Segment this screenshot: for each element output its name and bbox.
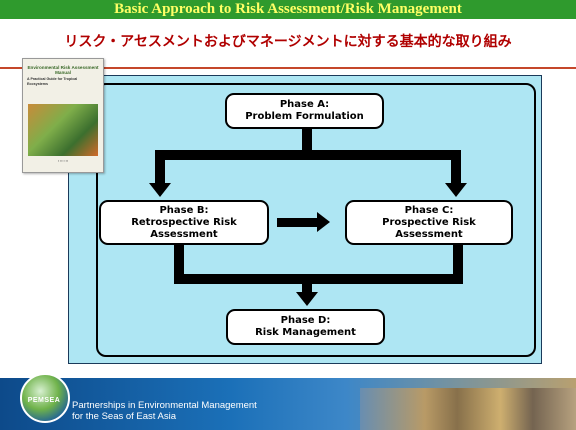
- phase-d-subtitle: Risk Management: [255, 327, 356, 338]
- diagram-outer-frame: [96, 83, 536, 357]
- slide-title-japanese: リスク・アセスメントおよびマネージメントに対する基本的な取り組み: [64, 34, 512, 50]
- manual-cover-title: Environmental Risk Assessment Manual: [27, 65, 99, 76]
- phase-a-subtitle: Problem Formulation: [245, 111, 364, 122]
- phase-a-title: Phase A:: [279, 99, 330, 110]
- phase-b-title: Phase B:: [159, 204, 209, 216]
- footer-tagline-line2: for the Seas of East Asia: [72, 411, 177, 422]
- slide-title-english: Basic Approach to Risk Assessment/Risk M…: [0, 0, 576, 19]
- manual-cover-subtitle: A Practical Guide for Tropical Ecosystem…: [27, 77, 78, 86]
- connector-b-down: [174, 245, 184, 283]
- pemsea-logo: [20, 373, 70, 423]
- phase-c-subtitle: Prospective Risk Assessment: [382, 216, 476, 240]
- manual-cover-image: Environmental Risk Assessment Manual A P…: [22, 58, 104, 173]
- manual-cover-photo: [28, 104, 98, 156]
- connector-bottom-horizontal: [174, 274, 463, 284]
- phase-b-box: Phase B: Retrospective Risk Assessment: [99, 200, 269, 245]
- connector-a-down: [302, 129, 312, 154]
- connector-left-down: [155, 150, 165, 183]
- connector-b-to-c: [277, 218, 317, 227]
- phase-c-box: Phase C: Prospective Risk Assessment: [345, 200, 513, 245]
- connector-c-down: [453, 245, 463, 283]
- arrow-to-phase-d: [296, 292, 318, 306]
- connector-top-horizontal: [155, 150, 461, 160]
- phase-d-title: Phase D:: [280, 315, 331, 326]
- manual-cover-footer: ▪ ▪▪ ▪ ▪▪: [57, 159, 69, 163]
- arrow-to-phase-b: [149, 183, 171, 197]
- pemsea-logo-text: PEMSEA: [27, 397, 61, 404]
- arrow-b-to-c: [317, 212, 330, 232]
- connector-right-down: [451, 150, 461, 183]
- footer-photo-strip: [360, 388, 576, 430]
- footer-tagline: Partnerships in Environmental Management…: [72, 400, 257, 422]
- connector-to-d: [302, 274, 312, 292]
- phase-a-box: Phase A: Problem Formulation: [225, 93, 384, 129]
- phase-d-box: Phase D: Risk Management: [226, 309, 385, 345]
- phase-b-subtitle: Retrospective Risk Assessment: [131, 216, 237, 240]
- phase-c-title: Phase C:: [404, 204, 454, 216]
- footer-tagline-line1: Partnerships in Environmental Management: [72, 400, 257, 411]
- arrow-to-phase-c: [445, 183, 467, 197]
- title-divider: [0, 67, 576, 69]
